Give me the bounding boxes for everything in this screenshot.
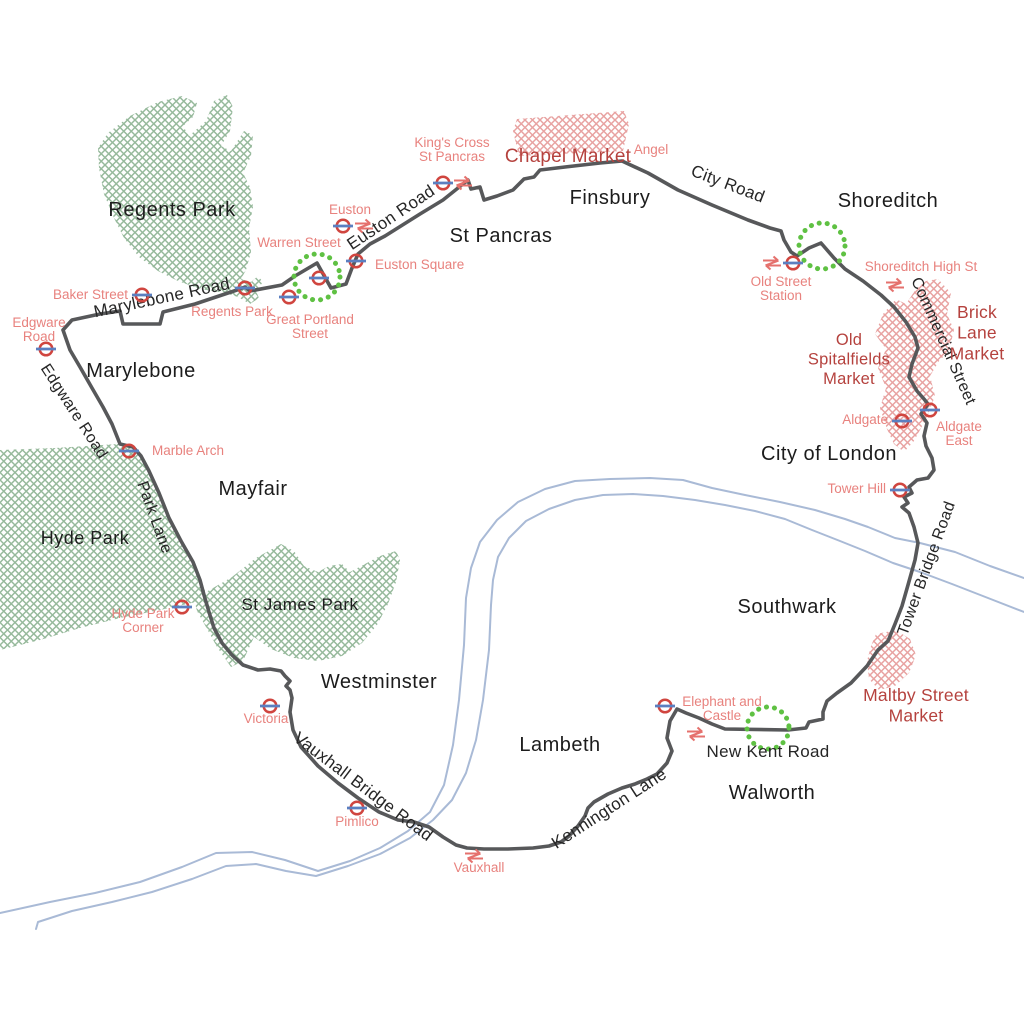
market-area-brick-lane-market (875, 279, 954, 452)
road-label-euston-road: Euston Road (343, 181, 438, 254)
highlight-old-street (796, 220, 848, 272)
park-label-hyde-park: Hyde Park (41, 528, 130, 548)
area-label-marylebone: Marylebone (86, 360, 196, 382)
market-label-chapel-market: Chapel Market (505, 146, 632, 167)
park-hyde-park (0, 444, 207, 650)
tube-roundel-icon (235, 280, 255, 296)
station-label-vauxhall: Vauxhall (454, 860, 505, 875)
station-label-euston-square: Euston Square (375, 257, 464, 272)
tube-roundel-icon (346, 253, 366, 269)
tube-roundel-icon (172, 599, 192, 615)
tube-roundel-icon (890, 482, 910, 498)
rail-icon (886, 277, 904, 293)
area-label-st-pancras: St Pancras (450, 225, 553, 247)
area-label-westminster: Westminster (321, 671, 437, 693)
tube-roundel-icon (920, 402, 940, 418)
area-label-shoreditch: Shoreditch (838, 190, 939, 212)
road-label-new-kent-road: New Kent Road (707, 742, 830, 761)
tube-roundel-icon (279, 289, 299, 305)
tube-roundel-icon (655, 698, 675, 714)
station-label-warren-street: Warren Street (257, 235, 341, 250)
rail-icon (465, 848, 483, 864)
station-label-victoria: Victoria (244, 711, 289, 726)
area-label-mayfair: Mayfair (218, 478, 287, 500)
tube-roundel-icon (333, 218, 353, 234)
rail-icon (355, 218, 373, 234)
route-path (61, 159, 936, 851)
tube-roundel-icon (309, 270, 329, 286)
river-thames-bank-1 (0, 477, 1024, 914)
rail-icon (763, 255, 781, 271)
park-st-james-park (194, 544, 400, 667)
rail-icon (687, 726, 705, 742)
station-label-regents-park-station: Regents Park (191, 304, 273, 319)
station-label-euston: Euston (329, 202, 371, 217)
station-label-marble-arch: Marble Arch (152, 443, 224, 458)
area-label-lambeth: Lambeth (519, 734, 600, 756)
tube-roundel-icon (132, 287, 152, 303)
tube-roundel-icon (119, 443, 139, 459)
station-label-aldgate: Aldgate (842, 412, 888, 427)
area-label-southwark: Southwark (738, 596, 837, 618)
market-area-maltby-street-market (867, 630, 916, 690)
area-label-city-of-london: City of London (761, 443, 897, 465)
tube-roundel-icon (36, 341, 56, 357)
tube-roundel-icon (783, 255, 803, 271)
rail-icon (454, 175, 472, 191)
river-thames-bank-2 (35, 493, 1024, 930)
tube-roundel-icon (892, 413, 912, 429)
park-label-regents-park: Regents Park (108, 199, 236, 221)
tube-roundel-icon (260, 698, 280, 714)
market-area-chapel-market (513, 111, 629, 156)
station-label-tower-hill: Tower Hill (827, 481, 886, 496)
station-label-pimlico: Pimlico (335, 814, 379, 829)
park-label-st-james-park: St James Park (241, 595, 358, 614)
station-label-angel: Angel (634, 142, 669, 157)
station-label-baker-street: Baker Street (53, 287, 128, 302)
station-label-shoreditch-high-st: Shoreditch High St (865, 259, 978, 274)
tube-roundel-icon (433, 175, 453, 191)
park-regents-park (98, 95, 263, 304)
road-label-tower-bridge-road: Tower Bridge Road (895, 499, 959, 637)
area-label-finsbury: Finsbury (570, 187, 651, 209)
road-label-kennington-lane: Kennington Lane (548, 764, 670, 852)
area-label-walworth: Walworth (729, 782, 816, 804)
highlight-new-kent-road (744, 704, 792, 752)
highlight-warren-street (291, 251, 343, 303)
tube-roundel-icon (347, 800, 367, 816)
